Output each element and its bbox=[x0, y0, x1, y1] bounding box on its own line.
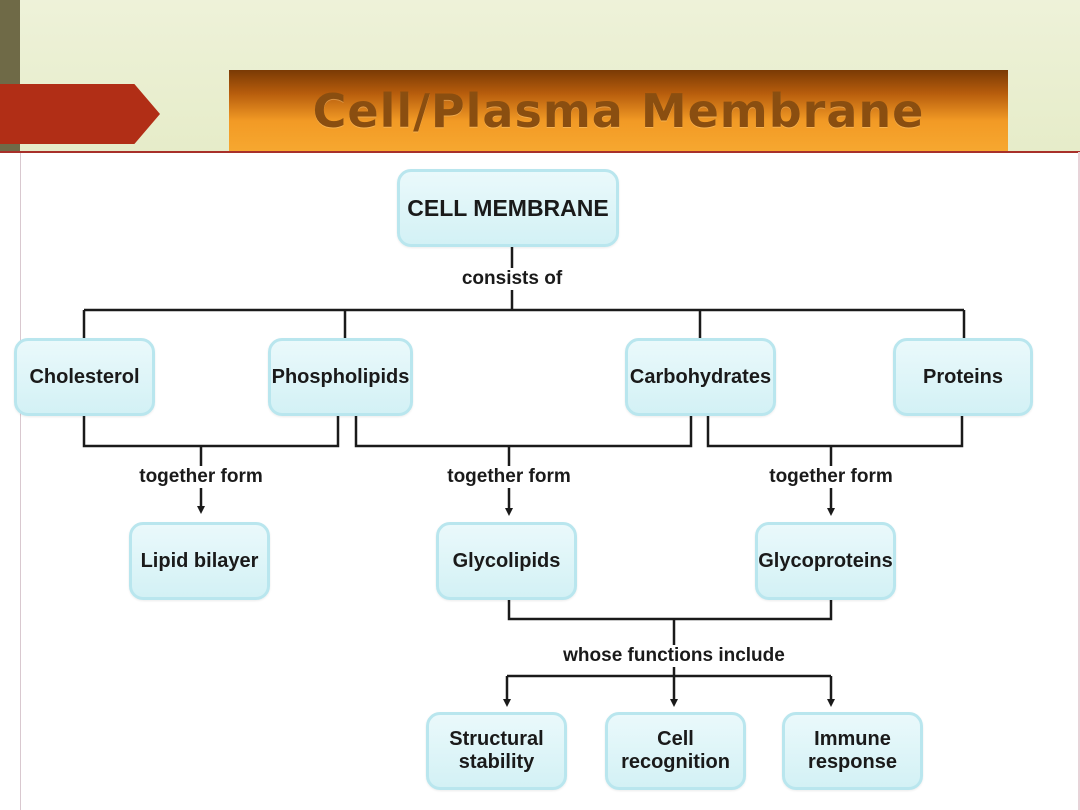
node-phospholipids: Phospholipids bbox=[268, 338, 413, 416]
bracket-functions bbox=[507, 598, 833, 621]
node-cell-recognition: Cell recognition bbox=[605, 712, 746, 790]
left-accent-strip-lower bbox=[0, 152, 21, 810]
label-together-form-lipid: together form bbox=[135, 466, 267, 488]
label-whose-functions-include: whose functions include bbox=[559, 645, 789, 667]
node-lipid-bilayer: Lipid bilayer bbox=[129, 522, 270, 600]
label-consists-of: consists of bbox=[457, 268, 567, 290]
header-divider bbox=[0, 151, 1080, 153]
node-cholesterol: Cholesterol bbox=[14, 338, 155, 416]
bracket-lipid-bilayer bbox=[82, 414, 340, 448]
bracket-glycolipids bbox=[354, 414, 693, 448]
arrow-tab-decoration bbox=[0, 84, 160, 144]
node-carbohydrates: Carbohydrates bbox=[625, 338, 776, 416]
node-cell-membrane: CELL MEMBRANE bbox=[397, 169, 619, 247]
label-together-form-glycolipids: together form bbox=[443, 466, 575, 488]
bracket-glycoproteins bbox=[706, 414, 964, 448]
right-edge-line bbox=[1078, 152, 1080, 810]
node-immune-response: Immune response bbox=[782, 712, 923, 790]
node-proteins: Proteins bbox=[893, 338, 1033, 416]
node-glycoproteins: Glycoproteins bbox=[755, 522, 896, 600]
title-bar: Cell/Plasma Membrane bbox=[229, 70, 1008, 152]
node-structural-stability: Structural stability bbox=[426, 712, 567, 790]
node-glycolipids: Glycolipids bbox=[436, 522, 577, 600]
label-together-form-glycoproteins: together form bbox=[765, 466, 897, 488]
slide-title: Cell/Plasma Membrane bbox=[312, 84, 925, 138]
